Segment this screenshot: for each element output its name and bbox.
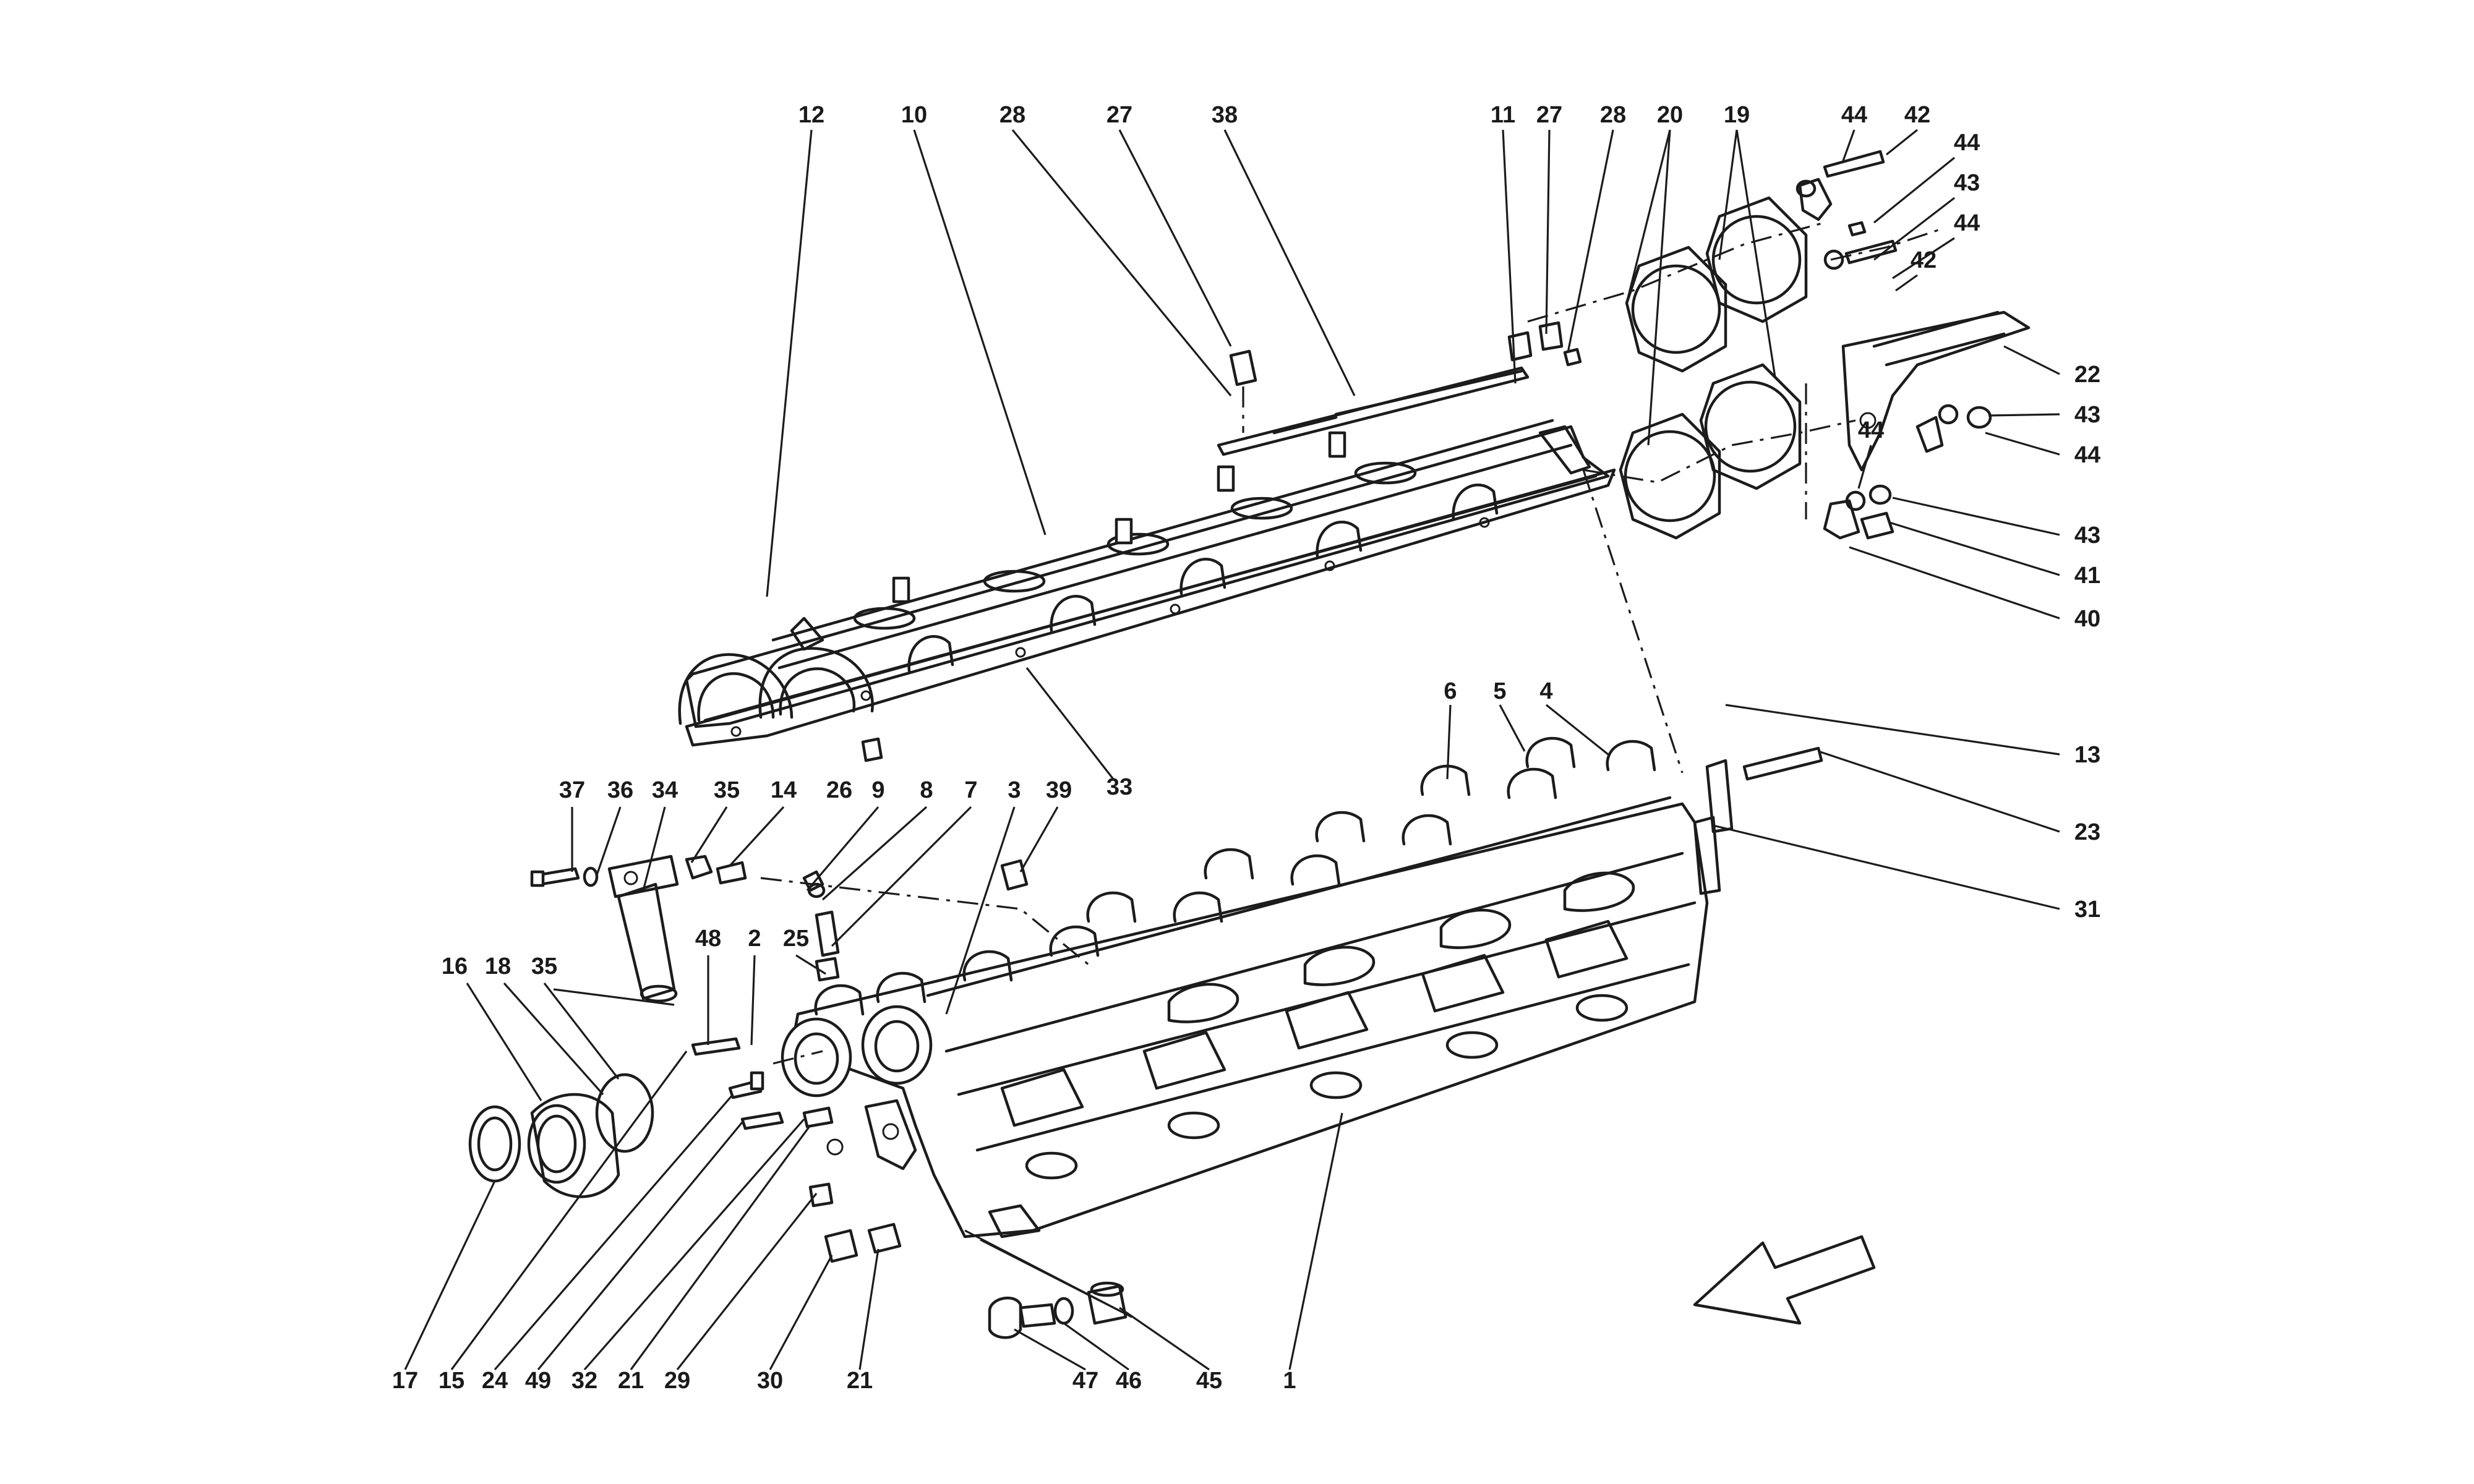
callout-38: 38 [1212,102,1238,128]
callout-labels: 12 10 28 27 38 11 27 28 20 19 44 42 44 4… [392,102,2100,1394]
callout-44: 44 [2074,442,2100,468]
callout-21: 21 [847,1368,873,1394]
callout-36: 36 [607,777,633,803]
valve-caps [814,736,1656,1016]
callout-31: 31 [2074,897,2100,923]
callout-9: 9 [871,777,884,803]
callout-42: 42 [1911,247,1937,273]
callout-7: 7 [964,777,977,803]
leader-lines [404,129,2060,1371]
callout-14: 14 [771,777,797,803]
callout-19: 19 [1724,102,1750,128]
callout-26: 26 [826,777,852,803]
callout-28: 28 [999,102,1025,128]
gaskets-19-20 [1619,196,1808,540]
part-38-bar [1217,366,1530,456]
callout-37: 37 [559,777,585,803]
callout-34: 34 [652,777,678,803]
callout-29: 29 [664,1368,690,1394]
callout-4: 4 [1539,678,1552,704]
callout-1: 1 [1283,1368,1296,1394]
callout-39: 39 [1046,777,1072,803]
bracket-22 [1841,310,2031,472]
callout-35: 35 [531,953,557,979]
front-seal-parts [468,1073,654,1198]
callout-45: 45 [1196,1368,1222,1394]
callout-8: 8 [920,777,933,803]
callout-13: 13 [2074,742,2100,768]
centerlines [760,221,1943,1065]
callout-12: 12 [798,102,824,128]
callout-43: 43 [2074,522,2100,548]
callout-21: 21 [618,1368,644,1394]
callout-33: 33 [1106,774,1132,800]
callout-23: 23 [2074,819,2100,845]
callout-27: 27 [1106,102,1132,128]
callout-17: 17 [392,1368,418,1394]
direction-arrow [1693,1235,1876,1325]
callout-30: 30 [757,1368,783,1394]
callout-2: 2 [748,926,761,952]
callout-42: 42 [1904,102,1930,128]
callout-48: 48 [695,926,721,952]
callout-43: 43 [2074,402,2100,428]
camshaft-carrier [678,419,1616,747]
callout-10: 10 [901,102,927,128]
callout-32: 32 [571,1368,597,1394]
callout-15: 15 [439,1368,464,1394]
callout-44: 44 [1954,210,1980,236]
callout-47: 47 [1072,1368,1098,1394]
callout-41: 41 [2074,563,2100,589]
callout-44: 44 [1954,130,1980,156]
callout-43: 43 [1954,170,1980,196]
exhaust-ports [1000,919,1629,1180]
callout-3: 3 [1008,777,1021,803]
callout-25: 25 [783,926,809,952]
callout-20: 20 [1657,102,1683,128]
callout-5: 5 [1493,678,1506,704]
callout-49: 49 [525,1368,551,1394]
callout-46: 46 [1116,1368,1142,1394]
callout-44: 44 [1858,417,1884,443]
callout-27: 27 [1536,102,1562,128]
cylinder-head [781,736,1709,1239]
callout-24: 24 [482,1368,508,1394]
small-bolts [530,321,1823,1339]
callout-28: 28 [1600,102,1626,128]
callout-16: 16 [442,953,468,979]
callout-11: 11 [1491,102,1515,128]
callout-44: 44 [1841,102,1867,128]
callout-18: 18 [485,953,511,979]
callout-35: 35 [714,777,740,803]
callout-6: 6 [1444,678,1457,704]
callout-40: 40 [2074,606,2100,632]
callout-22: 22 [2074,362,2100,388]
small-fittings-right [1796,150,1992,540]
